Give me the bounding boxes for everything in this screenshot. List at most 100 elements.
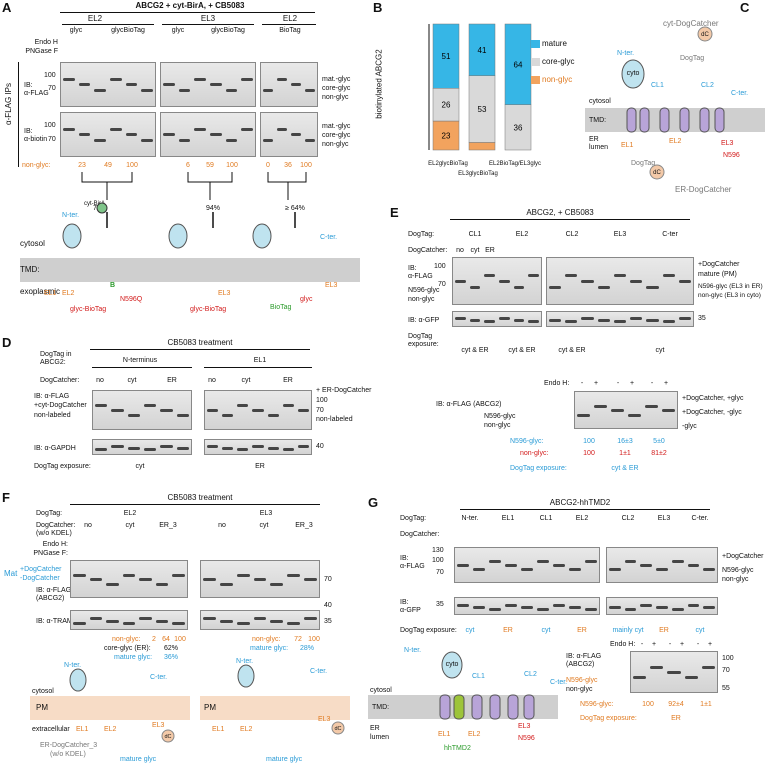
blot-band	[549, 285, 562, 289]
panel-b-legend-2: core-glyc	[542, 57, 575, 66]
panel-e-left-2: non-glyc	[408, 296, 435, 303]
panel-f-letter: F	[2, 490, 10, 505]
panel-f-blot2-left	[70, 610, 188, 630]
panel-e-cond-cyt: cyt	[470, 247, 480, 254]
panel-a-sub-1: glyc	[69, 27, 83, 34]
blot-band	[237, 404, 249, 408]
panel-d-group-line-2	[204, 367, 312, 368]
panel-e-inset-right-3: -glyc	[682, 423, 697, 430]
panel-e-blot1-label: IB: α-FLAG	[408, 265, 433, 280]
blot-band	[163, 83, 175, 87]
panel-f-nonglyc-label-l: non-glyc:	[112, 636, 141, 643]
panel-a-right-6: non-glyc	[322, 141, 349, 148]
panel-a-blot2-mid	[160, 112, 256, 157]
panel-g-endoh-2: +	[651, 641, 657, 648]
blot-band	[505, 603, 517, 607]
blot-band	[73, 573, 86, 577]
panel-c-dogtag-bottom: DogTag	[631, 160, 656, 167]
panel-a-blot1-label: IB: α-FLAG	[24, 82, 49, 97]
panel-f-matureglyc-label-r: mature glyc:	[250, 645, 289, 652]
blot-band	[94, 138, 106, 142]
panel-b-legend-1: mature	[542, 39, 567, 48]
blot-band	[521, 605, 533, 609]
blot-band	[207, 409, 219, 413]
blot-band	[703, 605, 715, 609]
blot-band	[678, 316, 691, 320]
panel-f-cond-2: cyt	[125, 522, 135, 529]
panel-f-marker-40: 40	[324, 602, 332, 609]
panel-g-cyto: cyto	[445, 661, 459, 668]
panel-c-cartoon	[621, 26, 725, 180]
panel-e-group-1: CL1	[468, 231, 482, 238]
panel-g-nter: N-ter.	[404, 647, 422, 654]
blot-band	[222, 446, 234, 450]
blot-band	[144, 448, 157, 452]
blot-band	[662, 274, 675, 278]
blot-band	[469, 318, 481, 322]
panel-g-blot1-right	[606, 547, 718, 583]
panel-e-right-4: non-glyc (EL3 in cyto)	[698, 292, 761, 299]
blot-band	[178, 88, 191, 92]
panel-a-group-line-1	[62, 24, 154, 25]
panel-e-exposure-4: cyt	[655, 347, 665, 354]
panel-f-cond-5: cyt	[259, 522, 269, 529]
panel-d-right-2: non-labeled	[316, 416, 353, 423]
panel-a-pct-3: ≥ 64%	[285, 205, 305, 212]
panel-f-nonglyc-l2: 64	[162, 636, 170, 643]
panel-c-cyto: cyto	[626, 70, 640, 77]
panel-e-marker-100: 100	[434, 263, 446, 270]
blot-band	[565, 320, 578, 324]
panel-g-marker-100: 100	[432, 557, 444, 564]
blot-band	[194, 128, 206, 132]
panel-f-extracellular: extracellular	[32, 726, 70, 733]
blot-band	[225, 88, 238, 92]
panel-f-cytosol: cytosol	[32, 688, 54, 695]
panel-g-inset-blot	[630, 651, 718, 693]
panel-a-el3-1: EL3	[218, 290, 231, 297]
blot-band	[63, 78, 75, 82]
panel-c-er-dogcatcher: ER-DogCatcher	[675, 185, 732, 194]
panel-e-inset-left-2: non-glyc	[484, 422, 511, 429]
panel-a-right-5: core-glyc	[322, 132, 351, 139]
panel-g-right-1: +DogCatcher	[722, 553, 764, 560]
panel-a-tmd: TMD:	[20, 265, 40, 274]
panel-f-nonglyc-label-r: non-glyc:	[252, 636, 281, 643]
blot-band	[176, 413, 189, 417]
panel-g-right-3: non-glyc	[722, 576, 749, 583]
panel-d-marker-100: 100	[316, 397, 328, 404]
panel-c-letter: C	[740, 0, 750, 15]
blot-band	[203, 578, 216, 582]
panel-d-cond-1: no	[96, 377, 104, 384]
panel-d-dogcatcher-label: DogCatcher:	[40, 377, 80, 384]
blot-band	[537, 607, 549, 611]
panel-e-inset-right-1: +DogCatcher, +glyc	[682, 395, 744, 402]
panel-g-group-5: CL2	[621, 515, 635, 522]
panel-a-cter: C-ter.	[320, 234, 338, 241]
panel-e-exposure-label: DogTag exposure:	[408, 333, 439, 348]
blot-band	[203, 617, 216, 621]
panel-a-el2: EL2	[62, 290, 75, 297]
panel-d-left-2: non-labeled	[34, 412, 71, 419]
panel-f-marker-35: 35	[324, 618, 332, 625]
blot-band	[127, 446, 140, 450]
blot-band	[640, 603, 653, 607]
blot-band	[304, 617, 317, 621]
blot-band	[122, 621, 136, 625]
blot-band	[287, 573, 301, 577]
panel-c: C cyt-DogCatcher N-ter. DogTag CL1 CL2 C…	[585, 0, 765, 200]
blot-band	[89, 617, 103, 621]
panel-c-cytosol: cytosol	[589, 98, 611, 105]
blot-band	[305, 138, 315, 142]
panel-a-el1: EL1	[44, 290, 57, 297]
panel-e: E ABCG2, + CB5083 DogTag: CL1 EL2 CL2 EL…	[360, 205, 765, 495]
panel-f-blot1-label: IB: α-FLAG (ABCG2)	[36, 587, 72, 602]
blot-band	[139, 617, 152, 621]
panel-f-nter-1: N-ter.	[64, 662, 82, 669]
panel-d-cond-4: no	[208, 377, 216, 384]
panel-e-blot1-left	[452, 257, 542, 305]
blot-band	[172, 621, 185, 625]
panel-g-blot2-left	[454, 597, 600, 615]
panel-a-nonglyc-6: 100	[226, 162, 238, 169]
panel-e-inset-exposure-label: DogTag exposure:	[510, 465, 567, 472]
panel-f-endoh-label: Endo H:	[42, 541, 68, 548]
